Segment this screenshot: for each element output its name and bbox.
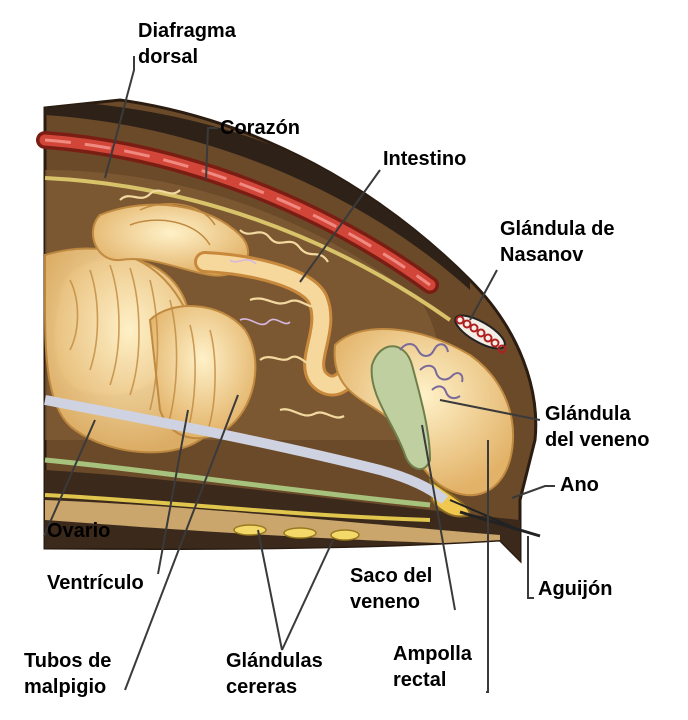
leader-aguijon bbox=[527, 536, 534, 599]
label-ampolla-line2: rectal bbox=[393, 669, 447, 691]
label-intestino: Intestino bbox=[383, 148, 467, 170]
label-veneno-line1: Glándula bbox=[545, 403, 631, 425]
label-diafragma-line2: dorsal bbox=[138, 46, 199, 68]
sting bbox=[428, 477, 541, 538]
label-cereras-line1: Glándulas bbox=[226, 650, 323, 672]
label-tubos-line2: malpigio bbox=[24, 676, 107, 698]
label-ampolla-rectal: Ampolla rectal bbox=[393, 641, 472, 693]
label-corazon: Corazón bbox=[220, 117, 300, 139]
label-nasanov-line2: Nasanov bbox=[500, 244, 584, 266]
leader-veneno bbox=[439, 399, 541, 421]
label-aguijon: Aguijón bbox=[538, 578, 613, 600]
label-ano: Ano bbox=[560, 474, 599, 496]
label-diafragma-dorsal: Diafragma dorsal bbox=[138, 18, 236, 70]
label-saco-line2: veneno bbox=[350, 591, 421, 613]
label-glandula-nasanov: Glándula de Nasanov bbox=[500, 216, 614, 268]
leader-lines bbox=[43, 56, 555, 693]
label-glandula-veneno: Glándula del veneno bbox=[545, 401, 649, 453]
leader-ovario bbox=[43, 419, 96, 537]
leader-nasanov bbox=[469, 269, 498, 321]
leader-intestino bbox=[299, 169, 381, 283]
dorsal-diaphragm-line bbox=[44, 176, 452, 322]
leader-cereras-1 bbox=[257, 529, 283, 651]
venom-sac bbox=[370, 345, 432, 470]
label-tubos-malpigio: Tubos de malpigio bbox=[24, 648, 111, 700]
malpighian-tubules bbox=[119, 189, 345, 419]
leader-ampolla bbox=[486, 440, 489, 693]
label-ventriculo: Ventrículo bbox=[47, 572, 144, 594]
label-nasanov-line1: Glándula de bbox=[500, 218, 615, 240]
leader-ano bbox=[511, 485, 555, 499]
ventriculus bbox=[44, 247, 257, 454]
leader-ventriculo bbox=[157, 409, 189, 575]
label-veneno-line2: del veneno bbox=[545, 429, 650, 451]
heart-tube bbox=[36, 131, 439, 294]
label-saco-veneno: Saco del veneno bbox=[350, 563, 432, 615]
ovary-tubes bbox=[44, 395, 449, 522]
label-ovario: Ovario bbox=[47, 520, 111, 542]
label-saco-line1: Saco del bbox=[350, 565, 433, 587]
leader-cereras-2 bbox=[281, 539, 334, 651]
label-cereras-line2: cereras bbox=[226, 676, 298, 698]
leader-tubos bbox=[124, 394, 239, 691]
leader-diafragma bbox=[104, 56, 135, 179]
venom-gland bbox=[399, 343, 464, 400]
leader-corazon bbox=[205, 127, 218, 181]
label-glandulas-cereras: Glándulas cereras bbox=[226, 648, 323, 700]
label-diafragma-line1: Diafragma bbox=[138, 20, 236, 42]
leader-saco bbox=[421, 424, 456, 611]
label-ampolla-line1: Ampolla bbox=[393, 643, 472, 665]
nasanov-gland bbox=[454, 314, 507, 354]
label-tubos-line1: Tubos de bbox=[24, 650, 112, 672]
